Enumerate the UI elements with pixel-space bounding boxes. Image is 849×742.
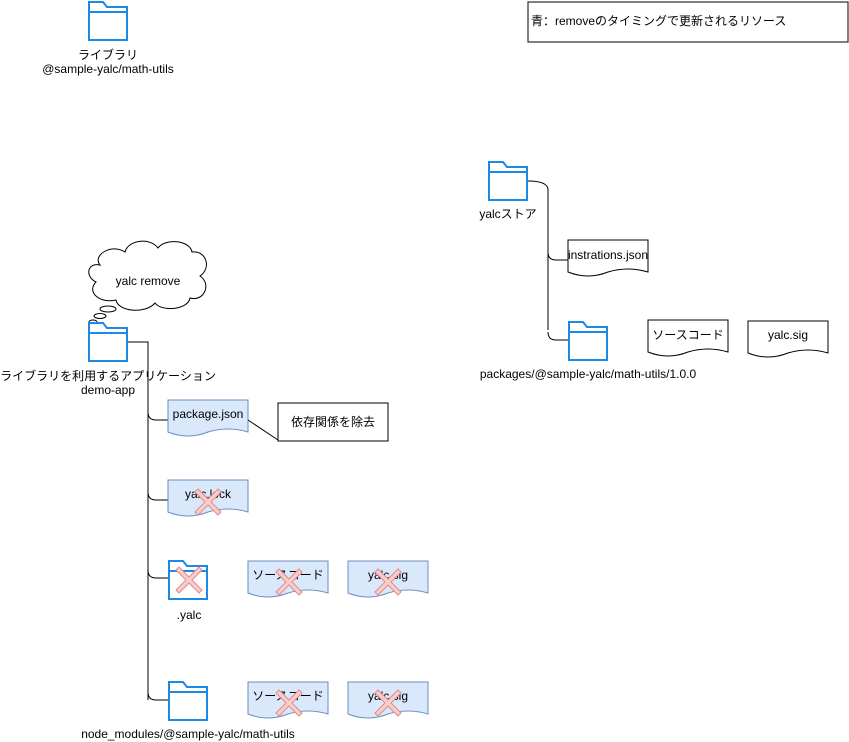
store-installations-label: instrations.json xyxy=(568,248,648,262)
store-installations-doc[interactable] xyxy=(567,239,649,277)
legend-box xyxy=(527,1,849,43)
node-modules-label: node_modules/@sample-yalc/math-utils xyxy=(81,727,295,741)
store-label: yalcストア xyxy=(479,207,536,221)
library-label-line1: ライブラリ xyxy=(78,47,138,62)
store-tree-connectors xyxy=(527,180,568,341)
legend-text: 青：removeのタイミングで更新されるリソース xyxy=(531,13,786,28)
app-label-line1: ライブラリを利用するアプリケーション xyxy=(0,368,216,383)
command-text: yalc remove xyxy=(116,274,181,288)
store-sig-label: yalc.sig xyxy=(768,328,808,342)
yalc-lock-doc[interactable] xyxy=(167,479,249,517)
yalc-dir-label: .yalc xyxy=(177,608,202,622)
yalc-source-label: ソースコード xyxy=(252,568,323,582)
app-folder-icon[interactable] xyxy=(88,322,128,362)
package-json-doc[interactable] xyxy=(167,399,249,437)
note-connector xyxy=(247,419,279,441)
package-json-label: package.json xyxy=(173,407,244,421)
store-packages-folder-icon[interactable] xyxy=(568,321,608,361)
store-packages-label: packages/@sample-yalc/math-utils/1.0.0 xyxy=(480,367,697,381)
store-source-doc[interactable] xyxy=(647,319,729,357)
node-modules-folder-icon[interactable] xyxy=(168,681,208,721)
library-folder-icon[interactable] xyxy=(88,1,128,41)
app-tree-connectors xyxy=(128,341,168,701)
store-sig-doc[interactable] xyxy=(747,320,829,358)
library-label-line2: @sample-yalc/math-utils xyxy=(42,62,174,76)
app-label-line2: demo-app xyxy=(81,383,135,397)
command-cloud xyxy=(88,240,207,325)
store-source-label: ソースコード xyxy=(652,328,723,342)
note-text: 依存関係を除去 xyxy=(291,414,375,429)
nm-source-label: ソースコード xyxy=(252,689,323,703)
note-box xyxy=(277,402,389,442)
store-folder-icon[interactable] xyxy=(488,161,528,201)
